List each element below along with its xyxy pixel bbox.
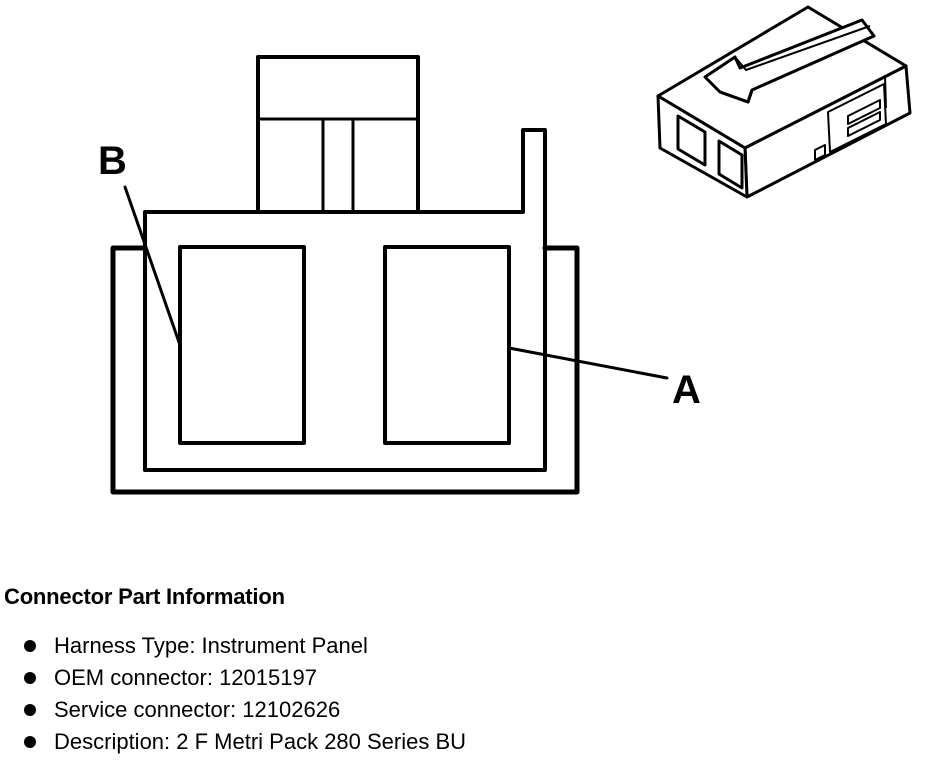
info-item-oem-connector: OEM connector: 12015197 bbox=[22, 662, 904, 694]
connector-outer-shell bbox=[110, 245, 580, 495]
terminal-cavity-b bbox=[178, 245, 306, 445]
info-item-harness-type: Harness Type: Instrument Panel bbox=[22, 630, 904, 662]
info-item-description: Description: 2 F Metri Pack 280 Series B… bbox=[22, 726, 904, 758]
connector-diagram: B A bbox=[98, 5, 912, 495]
callout-b: B bbox=[98, 139, 127, 183]
connector-isometric-illustration bbox=[656, 5, 912, 199]
terminal-cavity-a bbox=[383, 245, 511, 445]
callout-a: A bbox=[672, 368, 701, 412]
leader-line-b bbox=[123, 185, 182, 347]
connector-lock-tab bbox=[256, 55, 420, 214]
info-list: Harness Type: Instrument Panel OEM conne… bbox=[4, 630, 904, 758]
connector-inner-body bbox=[143, 128, 547, 472]
info-title: Connector Part Information bbox=[4, 584, 285, 609]
connector-part-info: Connector Part Information Harness Type:… bbox=[4, 584, 904, 758]
connector-face bbox=[110, 55, 669, 495]
leader-line-a bbox=[507, 346, 669, 380]
info-item-service-connector: Service connector: 12102626 bbox=[22, 694, 904, 726]
